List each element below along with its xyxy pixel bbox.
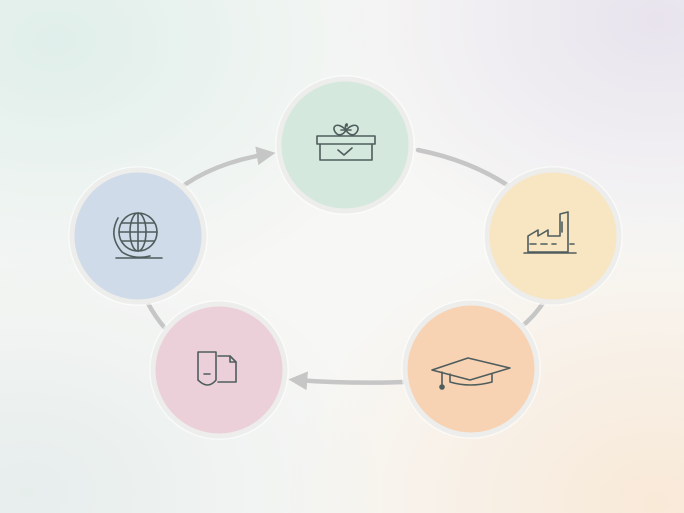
node-globe	[68, 166, 208, 306]
arrow-education-to-document	[288, 371, 407, 391]
factory-icon	[523, 211, 577, 254]
node-factory	[483, 166, 623, 306]
package-box-icon	[316, 123, 376, 161]
node-education	[401, 299, 541, 439]
graduation-cap-icon	[431, 357, 511, 390]
node-package	[275, 75, 415, 215]
node-document	[149, 300, 289, 440]
globe-icon	[113, 212, 163, 259]
document-pages-icon	[197, 351, 237, 386]
